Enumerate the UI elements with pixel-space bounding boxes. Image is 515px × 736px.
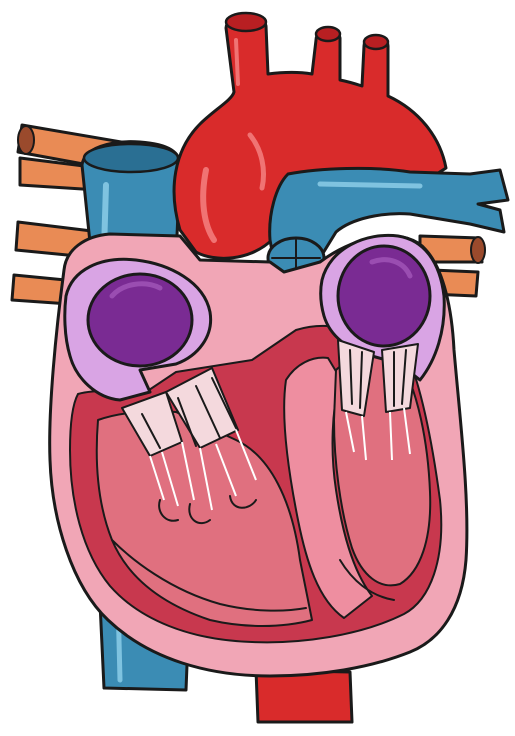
left-pulmonary-vessel-upper-opening <box>18 126 34 154</box>
descending-aorta <box>256 670 352 722</box>
heart-body <box>50 234 467 676</box>
aortic-branch-1-opening <box>226 13 266 31</box>
left-atrium-chamber <box>88 274 192 366</box>
aortic-branch-3-opening <box>364 35 388 49</box>
aortic-branch-2-opening <box>316 27 340 41</box>
superior-vena-cava-opening <box>84 144 178 172</box>
right-pulmonary-vessel-upper-opening <box>471 237 485 263</box>
